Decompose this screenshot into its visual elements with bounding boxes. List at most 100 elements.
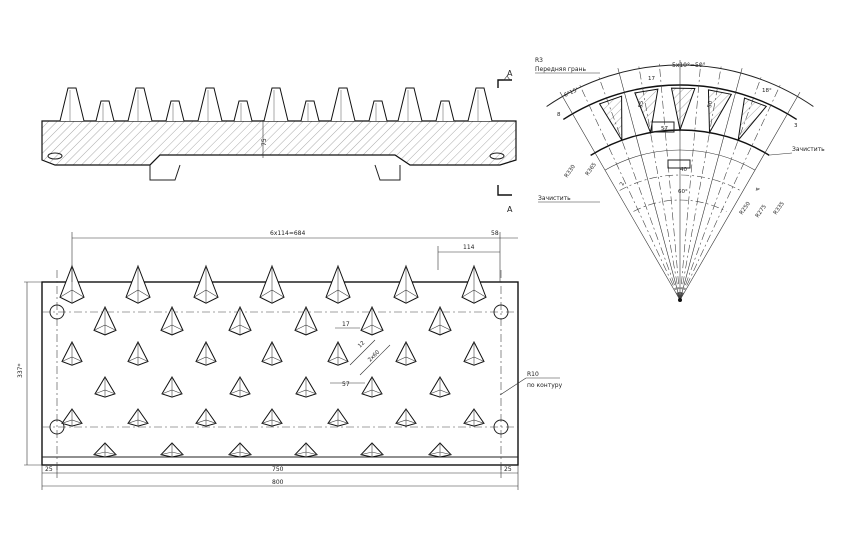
plan-tooth-ridge xyxy=(127,409,149,427)
plan-tooth-ridge xyxy=(228,307,252,335)
right-margin-dim: 25 xyxy=(504,466,512,473)
plan-tooth xyxy=(294,442,318,458)
plan-tooth xyxy=(127,408,149,427)
left-margin-dim: 25 xyxy=(45,466,53,473)
plan-tooth xyxy=(195,340,217,366)
plan-tooth-ridge xyxy=(393,266,419,304)
r330-label: R330 xyxy=(564,164,577,180)
total-width-dim: 800 xyxy=(272,479,284,486)
plan-tooth xyxy=(193,264,219,304)
plan-tooth xyxy=(94,376,116,398)
r3-label: R3 xyxy=(535,57,543,64)
plan-tooth xyxy=(327,340,349,366)
side-view: 75 A A xyxy=(41,69,517,214)
sector-radial xyxy=(559,92,681,301)
dim-40-label: 40 xyxy=(680,167,687,173)
side-tooth xyxy=(397,87,423,122)
plan-tooth-ridge xyxy=(428,443,452,457)
plan-tooth xyxy=(327,408,349,427)
r250-label: R250 xyxy=(739,201,752,217)
detail-dim-d: 2x60 xyxy=(367,349,381,363)
plan-tooth-ridge xyxy=(325,266,351,304)
plan-tooth xyxy=(361,376,383,398)
sector-tooth xyxy=(670,87,696,132)
sector-tooth xyxy=(598,95,623,143)
angle-60-label: 60° xyxy=(678,189,688,195)
plan-tooth xyxy=(360,442,384,458)
plan-tooth-ridge xyxy=(195,342,217,366)
plan-tooth-ridge xyxy=(94,377,116,398)
r275-label: R275 xyxy=(755,204,768,220)
radius-note: R10 xyxy=(527,371,539,378)
dim-3-label: 3 xyxy=(794,123,798,129)
sector-radial xyxy=(679,68,743,301)
side-tooth xyxy=(59,87,85,122)
plan-tooth-ridge xyxy=(93,307,117,335)
plan-tooth-ridge xyxy=(461,266,487,304)
pitch-dim: 114 xyxy=(463,244,475,251)
side-tooth xyxy=(197,87,223,122)
plan-tooth-ridge xyxy=(327,342,349,366)
plan-tooth xyxy=(393,264,419,304)
sector-radial xyxy=(679,60,702,301)
sector-view: R3 Передняя грань 5x10°=50° 6°15' 17 55 … xyxy=(535,57,825,302)
plan-tooth-ridge xyxy=(61,409,83,427)
plan-tooth xyxy=(93,305,117,336)
plan-tooth-ridge xyxy=(125,266,151,304)
plan-tooth xyxy=(161,376,183,398)
plan-tooth-ridge xyxy=(161,377,183,398)
plan-tooth xyxy=(395,408,417,427)
edge-offset-dim: 58 xyxy=(491,230,499,237)
section-mark-top: A xyxy=(507,69,513,78)
detail-dim-a: 17 xyxy=(342,321,350,328)
plan-tooth xyxy=(294,305,318,336)
plan-tooth xyxy=(261,340,283,366)
plan-tooth-ridge xyxy=(259,266,285,304)
sector-center xyxy=(678,298,682,302)
plan-outline xyxy=(41,281,519,466)
sector-slot-57 xyxy=(651,121,675,133)
side-tooth xyxy=(127,87,153,122)
side-tooth xyxy=(165,100,185,122)
plan-tooth xyxy=(461,264,487,304)
plan-tooth xyxy=(160,442,184,458)
plan-tooth-ridge xyxy=(428,307,452,335)
plan-tooth xyxy=(429,376,451,398)
detail-dim-c: 12 xyxy=(357,340,366,349)
front-face-label: Передняя грань xyxy=(535,66,586,73)
side-view-teeth xyxy=(59,87,493,122)
plan-teeth xyxy=(59,264,487,458)
r4-label: 4 xyxy=(753,187,760,193)
side-tooth xyxy=(435,100,455,122)
angle-18-label: 18° xyxy=(762,88,772,94)
side-tooth xyxy=(368,100,388,122)
side-tooth xyxy=(330,87,356,122)
plan-tooth xyxy=(261,408,283,427)
sector-radial xyxy=(617,68,681,301)
plan-tooth xyxy=(125,264,151,304)
plan-tooth-ridge xyxy=(294,307,318,335)
radius-note-2: по контуру xyxy=(527,382,563,389)
plan-tooth-ridge xyxy=(294,443,318,457)
top-pitch-dim: 6x114=684 xyxy=(270,230,305,237)
zachistit-left-label: Зачистить xyxy=(538,195,571,202)
plan-tooth xyxy=(463,408,485,427)
r2-label: 2 xyxy=(619,181,626,186)
sector-radial xyxy=(679,92,801,301)
plan-view: 6x114=684 114 58 337* 25 750 25 800 17 5… xyxy=(17,230,563,490)
plan-tooth xyxy=(463,340,485,366)
side-view-body xyxy=(41,120,517,166)
side-tooth xyxy=(300,100,320,122)
side-tooth xyxy=(467,87,493,122)
plan-tooth xyxy=(325,264,351,304)
detail-dim-b: 57 xyxy=(342,381,350,388)
sector-tooth xyxy=(707,89,733,135)
sector-tooth xyxy=(634,88,659,135)
plan-tooth xyxy=(228,442,252,458)
plan-tooth xyxy=(360,305,384,336)
plan-tooth-ridge xyxy=(127,342,149,366)
plan-holes xyxy=(49,304,509,435)
plan-tooth xyxy=(295,376,317,398)
sector-radial xyxy=(578,82,681,301)
